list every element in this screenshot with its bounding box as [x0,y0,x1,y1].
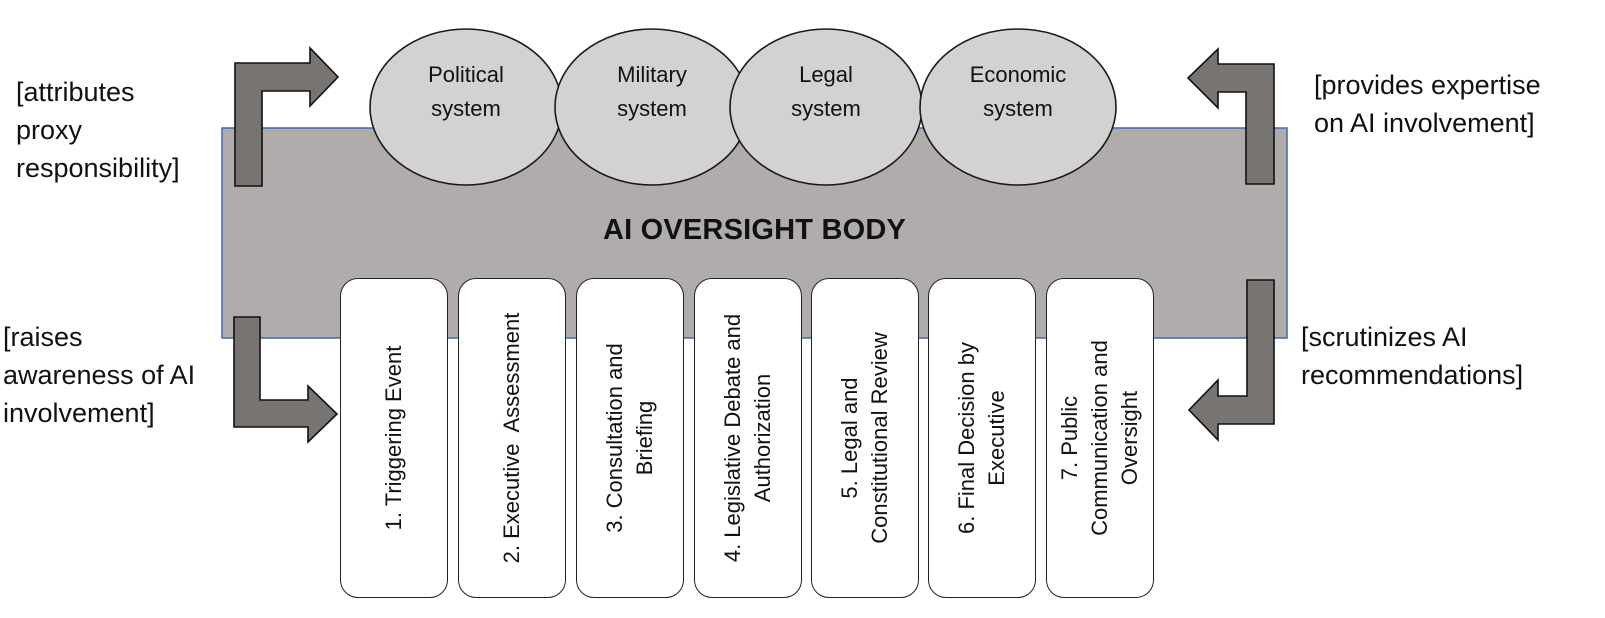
bent-arrow-icon-bottom-left [233,316,339,444]
step-box-5: 5. Legal and Constitutional Review [811,278,919,598]
oversight-body-title: AI OVERSIGHT BODY [602,214,907,246]
bent-arrow-icon-top-left [234,46,340,187]
economic-system-ellipse [919,28,1117,186]
system-label-legal: Legal system [731,58,921,126]
step-label: 2. Executive Assessment [499,312,524,564]
annotation-attributes-proxy-responsibility: [attributes proxy responsibility] [16,77,180,183]
system-label-line: system [791,96,861,121]
system-label-political: Political system [371,58,561,126]
step-label: 3. Consultation and Briefing [602,343,657,533]
annotation-scrutinizes-recommendations: [scrutinizes AI recommendations] [1301,322,1524,390]
step-label: 4. Legislative Debate and Authorization [720,313,775,563]
step-box-3: 3. Consultation and Briefing [576,278,684,598]
step-box-4: 4. Legislative Debate and Authorization [694,278,802,598]
system-label-line: system [431,96,501,121]
step-box-1: 1. Triggering Event [340,278,448,598]
system-label-line: Legal [799,62,853,87]
system-label-line: Economic [969,62,1067,87]
step-box-6: 6. Final Decision by Executive [928,278,1036,598]
system-label-economic: Economic system [923,58,1113,126]
system-label-line: Military [617,62,687,87]
system-label-line: system [983,96,1053,121]
system-label-line: Political [428,62,504,87]
bent-arrow-icon-bottom-right [1187,279,1275,442]
step-label: 6. Final Decision by Executive [954,342,1009,534]
annotation-provides-expertise: [provides expertise on AI involvement] [1314,70,1541,138]
step-label: 7. Public Communication and Oversight [1057,340,1142,536]
step-label: 5. Legal and Constitutional Review [837,332,892,544]
annotation-raises-awareness: [raises awareness of AI involvement] [3,322,196,428]
system-label-line: system [617,96,687,121]
step-box-7: 7. Public Communication and Oversight [1046,278,1154,598]
system-label-military: Military system [557,58,747,126]
step-box-2: 2. Executive Assessment [458,278,566,598]
bent-arrow-icon-top-right [1186,47,1275,185]
step-label: 1. Triggering Event [381,345,406,531]
